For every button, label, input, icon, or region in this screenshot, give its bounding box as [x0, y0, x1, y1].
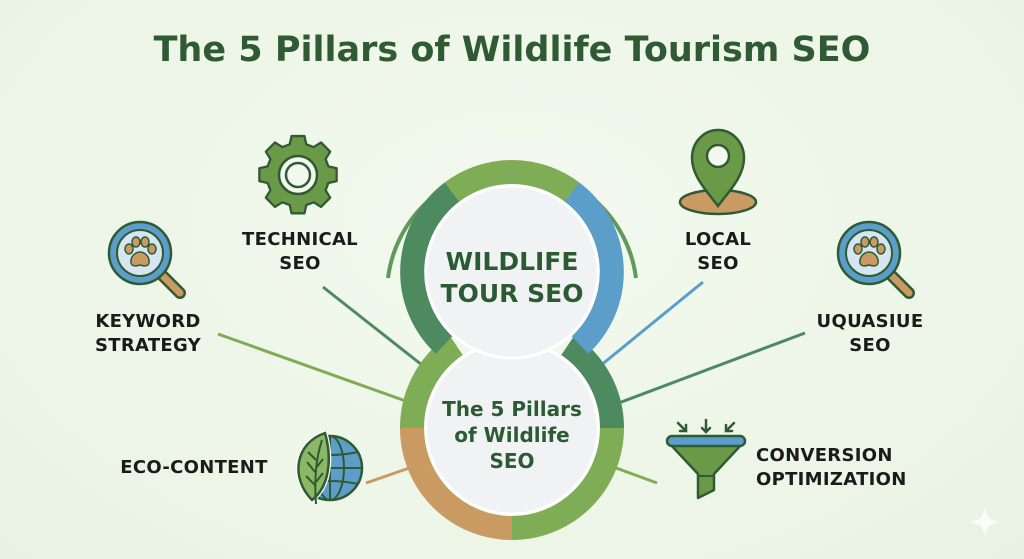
magnifier-paw-icon: [107, 220, 186, 299]
pillar-technical-seo: TECHNICAL SEO: [242, 229, 358, 274]
top-ring: [400, 160, 624, 354]
sparkle-icon: [971, 508, 999, 536]
funnel-icon: [665, 418, 747, 500]
pillar-conversion-optimization: CONVERSION OPTIMIZATION: [756, 445, 907, 490]
hub-top-label: WILDLIFE TOUR SEO: [440, 247, 584, 308]
connector-lines: [217, 280, 806, 485]
pillar-keyword-strategy: KEYWORD STRATEGY: [94, 311, 202, 356]
pillar-local-seo: LOCAL SEO: [684, 229, 752, 274]
hub-bottom-label: The 5 Pillars of Wildlife SEO: [442, 397, 582, 473]
leaf-globe-icon: [295, 429, 364, 505]
bottom-ring: [399, 335, 625, 540]
gear-icon: [258, 134, 338, 215]
pillar-uquasiue-seo: UQUASIUE SEO: [816, 311, 924, 356]
top-hub-circle: [424, 184, 600, 360]
map-pin-icon: [678, 128, 758, 216]
pillar-eco-content: ECO-CONTENT: [120, 457, 268, 478]
magnifier-paw-icon: [836, 220, 915, 299]
page-title: The 5 Pillars of Wildlife Tourism SEO: [153, 30, 871, 70]
